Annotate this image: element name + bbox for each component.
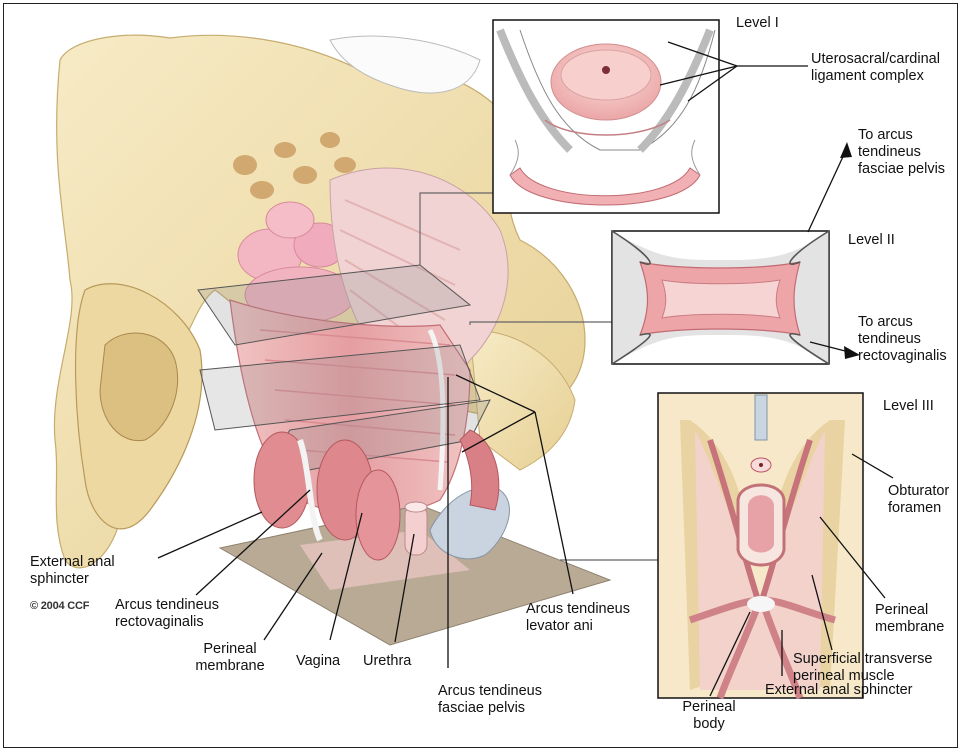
inset-level-1 xyxy=(493,20,719,213)
arrow-heads xyxy=(840,142,860,359)
label-to-arcus-rectovaginalis: To arcus tendineus rectovaginalis xyxy=(858,314,947,365)
label-to-arcus-fasciae-pelvis: To arcus tendineus fasciae pelvis xyxy=(858,127,945,178)
label-arcus-tendineus-fasciae-pelvis: Arcus tendineus fasciae pelvis xyxy=(438,683,542,717)
label-perineal-body: Perineal body xyxy=(672,699,746,733)
label-uterosacral-cardinal: Uterosacral/cardinal ligament complex xyxy=(811,51,940,85)
label-level-2: Level II xyxy=(848,232,895,249)
label-arcus-tendineus-levator-ani: Arcus tendineus levator ani xyxy=(526,601,630,635)
label-level-1: Level I xyxy=(736,15,779,32)
arrowhead-fasciae xyxy=(840,142,852,158)
label-perineal-membrane-right: Perineal membrane xyxy=(875,602,944,636)
copyright-notice: © 2004 CCF xyxy=(30,600,89,612)
label-vagina: Vagina xyxy=(296,653,340,670)
label-level-3: Level III xyxy=(883,398,934,415)
label-perineal-membrane-left: Perineal membrane xyxy=(192,641,268,675)
label-obturator-foramen: Obturator foramen xyxy=(888,483,949,517)
inset-level-2 xyxy=(612,231,829,364)
label-external-anal-sphincter-left: External anal sphincter xyxy=(30,554,115,588)
label-arcus-tendineus-rectovaginalis: Arcus tendineus rectovaginalis xyxy=(115,597,219,631)
label-superficial-transverse-perineal: Superficial transverse perineal muscle xyxy=(793,651,932,685)
label-external-anal-sphincter-right: External anal sphincter xyxy=(765,682,913,699)
label-urethra: Urethra xyxy=(363,653,411,670)
